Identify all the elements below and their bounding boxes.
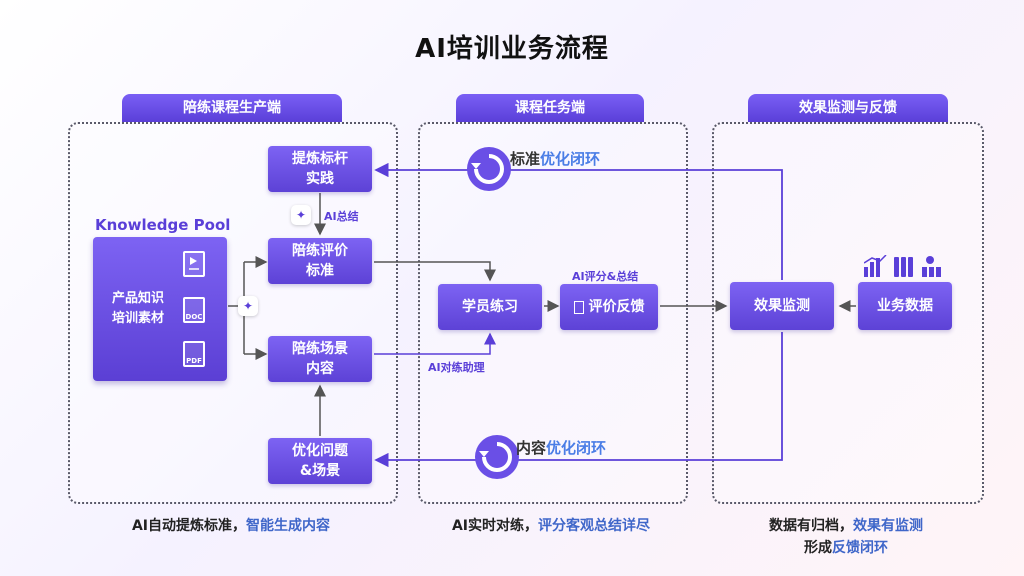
node-practice: 学员练习 bbox=[438, 284, 542, 330]
content-loop-hl: 优化闭环 bbox=[546, 439, 607, 457]
node-evaluation-line1: 陪练评价 bbox=[292, 243, 348, 259]
node-benchmark: 提炼标杆实践 bbox=[268, 146, 372, 192]
task-caption-hl: 评分客观总结详尽 bbox=[538, 518, 651, 534]
doc-file-icon: DOC bbox=[183, 297, 205, 323]
standard-loop-label: 标准优化闭环 bbox=[510, 148, 600, 169]
feedback-caption-line2-hl: 反馈闭环 bbox=[832, 540, 888, 556]
production-caption-hl: 智能生成内容 bbox=[246, 518, 331, 534]
section-task-tab: 课程任务端 bbox=[456, 94, 644, 122]
feedback-caption: 数据有归档，效果有监测 形成反馈闭环 bbox=[712, 515, 980, 559]
section-feedback-tab: 效果监测与反馈 bbox=[748, 94, 948, 122]
production-caption-plain: AI自动提炼标准， bbox=[131, 518, 247, 534]
pdf-file-label: PDF bbox=[186, 357, 202, 365]
business-chart-icons bbox=[863, 254, 946, 277]
knowledge-pool-box: 产品知识 培训素材 DOC PDF bbox=[93, 237, 227, 381]
node-review: 评价反馈 bbox=[560, 284, 658, 330]
node-evaluation-line2: 标准 bbox=[306, 263, 334, 279]
node-scenario-line2: 内容 bbox=[306, 361, 334, 377]
video-doc-icon bbox=[183, 251, 205, 277]
content-loop-label: 内容优化闭环 bbox=[516, 437, 606, 458]
task-caption: AI实时对练，评分客观总结详尽 bbox=[418, 515, 684, 535]
knowledge-pool-title: Knowledge Pool bbox=[95, 216, 231, 234]
ai-summary-icon: ✦ bbox=[291, 205, 311, 225]
feedback-caption-line1-hl: 效果有监测 bbox=[853, 518, 923, 534]
ai-sparkle-icon: ✦ bbox=[238, 296, 258, 316]
content-loop-plain: 内容 bbox=[516, 439, 547, 457]
node-monitor: 效果监测 bbox=[730, 282, 834, 330]
page-title: AI培训业务流程 bbox=[415, 34, 609, 64]
node-optimize: 优化问题&场景 bbox=[268, 438, 372, 484]
node-benchmark-line2: 实践 bbox=[306, 171, 334, 187]
task-caption-plain: AI实时对练， bbox=[451, 518, 539, 534]
node-optimize-line2: &场景 bbox=[299, 463, 341, 479]
node-benchmark-line1: 提炼标杆 bbox=[292, 151, 348, 167]
node-business: 业务数据 bbox=[858, 282, 952, 330]
ai-assistant-label: AI对练助理 bbox=[428, 361, 485, 374]
standard-loop-icon bbox=[466, 146, 512, 192]
node-review-label: 评价反馈 bbox=[588, 299, 645, 315]
knowledge-pool-label-line1: 产品知识 bbox=[111, 291, 164, 306]
standard-loop-plain: 标准 bbox=[510, 150, 541, 168]
node-scenario: 陪练场景内容 bbox=[268, 336, 372, 382]
feedback-caption-line2-plain: 形成 bbox=[804, 540, 832, 556]
node-scenario-line1: 陪练场景 bbox=[292, 341, 348, 357]
production-caption: AI自动提炼标准，智能生成内容 bbox=[68, 515, 394, 535]
ai-summary-label: AI总结 bbox=[324, 210, 359, 223]
content-loop-icon bbox=[474, 434, 520, 480]
standard-loop-hl: 优化闭环 bbox=[540, 150, 601, 168]
ai-score-label: AI评分&总结 bbox=[572, 270, 639, 283]
knowledge-pool-label-line2: 培训素材 bbox=[111, 311, 164, 326]
feedback-caption-line1-plain: 数据有归档， bbox=[769, 518, 853, 534]
knowledge-pool-label: 产品知识 培训素材 bbox=[103, 289, 173, 329]
pdf-file-icon: PDF bbox=[183, 341, 205, 367]
section-production-tab: 陪练课程生产端 bbox=[122, 94, 342, 122]
node-optimize-line1: 优化问题 bbox=[292, 443, 348, 459]
doc-file-label: DOC bbox=[185, 313, 203, 321]
review-doc-icon bbox=[573, 300, 584, 314]
node-evaluation: 陪练评价标准 bbox=[268, 238, 372, 284]
